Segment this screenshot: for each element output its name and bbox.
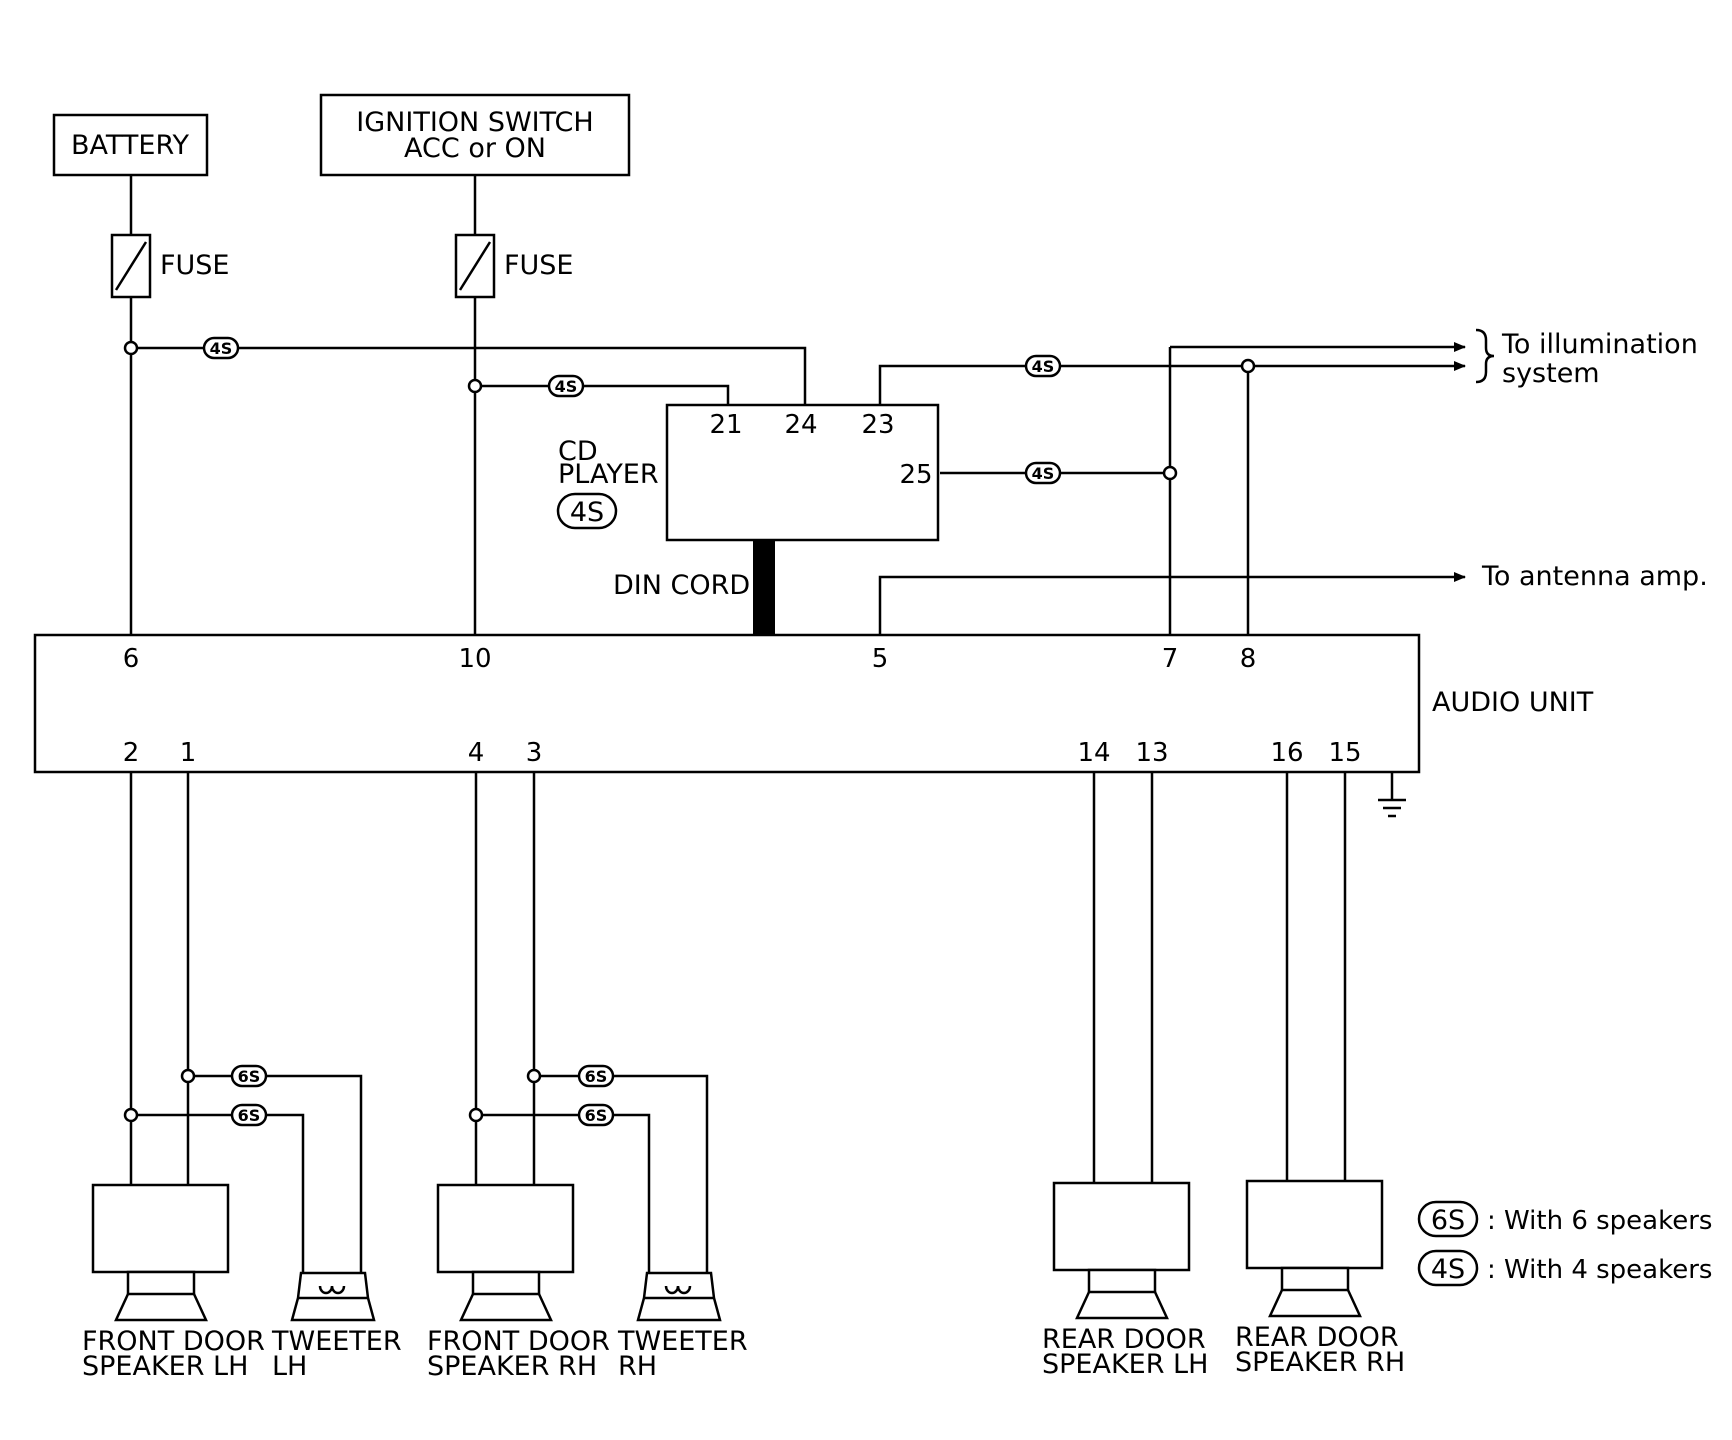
cd-pin-23: 23	[861, 410, 894, 440]
rear-door-speaker-rh-label: SPEAKER RH	[1235, 1347, 1405, 1378]
legend-item-6s: 6S : With 6 speakers	[1417, 1200, 1712, 1238]
junction-dot	[180, 1068, 196, 1084]
cd-player: 21 24 23 25	[665, 403, 940, 542]
junction-dot	[1162, 465, 1178, 481]
svg-text:6S: 6S	[585, 1067, 608, 1086]
svg-text:6S: 6S	[238, 1106, 261, 1125]
ignition-switch-box: IGNITION SWITCH ACC or ON	[319, 93, 631, 177]
pin-13: 13	[1135, 738, 1168, 768]
fuse-battery: FUSE	[110, 233, 230, 299]
illumination-label: system	[1502, 358, 1600, 389]
ignition-mode-label: ACC or ON	[404, 133, 546, 164]
pin-1: 1	[180, 738, 197, 768]
legend-text: : With 4 speakers	[1487, 1255, 1712, 1285]
svg-text:6S: 6S	[238, 1067, 261, 1086]
pin-7: 7	[1162, 644, 1179, 674]
illumination-brace	[1475, 328, 1495, 384]
cd-pin-21: 21	[709, 410, 742, 440]
tweeter-rh	[636, 1271, 722, 1322]
pin-14: 14	[1077, 738, 1110, 768]
pin-8: 8	[1240, 644, 1257, 674]
front-door-speaker-rh-label: FRONT DOOR	[427, 1326, 610, 1357]
rear-door-speaker-lh	[1052, 1181, 1191, 1320]
pin-10: 10	[458, 644, 491, 674]
front-door-speaker-lh-label: FRONT DOOR	[82, 1326, 265, 1357]
cd-pin-25: 25	[899, 460, 932, 490]
rear-door-speaker-rh	[1245, 1179, 1384, 1318]
tweeter-lh-label: TWEETER	[271, 1326, 402, 1357]
tweeter-rh-label: RH	[618, 1351, 657, 1382]
cd-pin-24: 24	[784, 410, 817, 440]
din-cord-label: DIN CORD	[613, 570, 750, 601]
illumination-label: To illumination	[1501, 329, 1698, 360]
tweeter-lh-label: LH	[272, 1351, 307, 1382]
legend-tag: 6S	[1431, 1205, 1465, 1236]
svg-text:4S: 4S	[570, 497, 604, 528]
audio-unit: 6 10 5 7 8 2 1 4 3 14 13 16 15	[33, 633, 1421, 774]
front-door-speaker-lh-label: SPEAKER LH	[82, 1351, 248, 1382]
junction-dot	[468, 1107, 484, 1123]
wire-tag: 4S	[202, 336, 240, 360]
front-door-speaker-rh	[436, 1183, 575, 1322]
legend-item-4s: 4S : With 4 speakers	[1417, 1249, 1712, 1287]
rear-door-speaker-lh-label: SPEAKER LH	[1042, 1349, 1208, 1380]
junction-dot	[123, 1107, 139, 1123]
junction-dot	[526, 1068, 542, 1084]
cd-variant-tag: 4S	[556, 492, 618, 530]
fuse-label: FUSE	[504, 250, 574, 281]
tweeter-lh	[290, 1271, 376, 1322]
rear-door-speaker-lh-label: REAR DOOR	[1042, 1324, 1206, 1355]
fuse-ignition: FUSE	[454, 233, 574, 299]
pin-5: 5	[872, 644, 889, 674]
wire-tag: 6S	[230, 1103, 268, 1127]
wire-tag: 4S	[1024, 461, 1062, 485]
legend-text: : With 6 speakers	[1487, 1206, 1712, 1236]
battery-box: BATTERY	[52, 113, 209, 177]
pin-3: 3	[526, 738, 543, 768]
svg-text:4S: 4S	[555, 377, 578, 396]
svg-text:4S: 4S	[1032, 357, 1055, 376]
ignition-switch-label: IGNITION SWITCH	[356, 107, 593, 138]
wires	[129, 175, 1466, 1273]
din-cord	[753, 540, 775, 635]
pin-16: 16	[1270, 738, 1303, 768]
junction-dot	[1240, 358, 1256, 374]
tweeter-rh-label: TWEETER	[617, 1326, 748, 1357]
wire-tag: 6S	[577, 1103, 615, 1127]
pin-15: 15	[1328, 738, 1361, 768]
fuse-label: FUSE	[160, 250, 230, 281]
svg-text:6S: 6S	[585, 1106, 608, 1125]
legend-tag: 4S	[1431, 1254, 1465, 1285]
junction-dot	[467, 378, 483, 394]
svg-text:4S: 4S	[1032, 464, 1055, 483]
cd-player-label: CD	[558, 436, 598, 467]
junction-dot	[123, 340, 139, 356]
wire-tag: 6S	[230, 1064, 268, 1088]
pin-6: 6	[123, 644, 140, 674]
wire-tag: 4S	[547, 374, 585, 398]
wire-tag: 6S	[577, 1064, 615, 1088]
rear-door-speaker-rh-label: REAR DOOR	[1235, 1322, 1399, 1353]
front-door-speaker-lh	[91, 1183, 230, 1322]
pin-4: 4	[468, 738, 485, 768]
battery-label: BATTERY	[71, 130, 190, 161]
svg-text:4S: 4S	[210, 339, 233, 358]
cd-player-label: PLAYER	[558, 459, 659, 490]
antenna-label: To antenna amp.	[1481, 561, 1708, 592]
junctions	[123, 340, 1256, 1123]
pin-2: 2	[123, 738, 140, 768]
front-door-speaker-rh-label: SPEAKER RH	[427, 1351, 597, 1382]
wire-tag: 4S	[1024, 354, 1062, 378]
audio-unit-label: AUDIO UNIT	[1432, 687, 1594, 718]
